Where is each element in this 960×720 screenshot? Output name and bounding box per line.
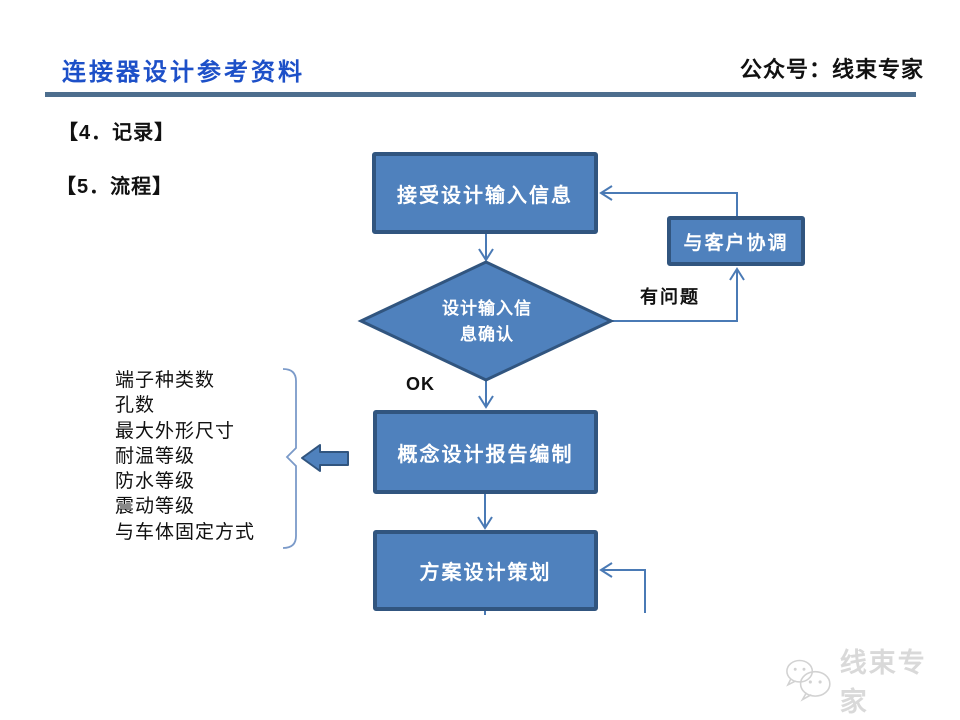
wechat-logo-icon — [786, 659, 831, 702]
edge-label-problem: 有问题 — [640, 287, 700, 307]
arrowhead-down-1 — [478, 248, 494, 262]
flow-node-label: 与客户协调 — [683, 232, 789, 254]
annotation-item: 孔数 — [115, 395, 156, 417]
annotation-item: 与车体固定方式 — [115, 521, 256, 543]
flow-node-label: 方案设计策划 — [419, 562, 552, 584]
edge-right-plan — [603, 569, 646, 613]
left-block-arrow-icon — [301, 444, 349, 472]
header-account-label: 公众号：线束专家 — [739, 57, 924, 82]
flow-node-concept-report: 概念设计报告编制 — [373, 410, 598, 494]
annotation-item: 最大外形尺寸 — [115, 420, 236, 442]
flow-node-receive-input: 接受设计输入信息 — [372, 152, 598, 234]
flow-node-plan-design: 方案设计策划 — [373, 530, 598, 611]
watermark-text: 线束专家 — [839, 648, 927, 717]
page-title: 连接器设计参考资料 — [62, 59, 305, 86]
edge-coordinate-receive — [603, 192, 738, 216]
flow-node-confirm-label: 设计输入信息确认 — [442, 299, 532, 344]
flow-node-label: 接受设计输入信息 — [397, 184, 573, 207]
watermark: 线束专家 — [783, 648, 953, 717]
annotation-item: 耐温等级 — [115, 445, 196, 467]
annotation-item: 端子种类数 — [115, 370, 216, 391]
annotation-item: 防水等级 — [115, 471, 196, 493]
arrowhead-up-1 — [729, 267, 745, 281]
flow-node-coordinate-customer: 与客户协调 — [667, 216, 805, 266]
header-divider — [45, 92, 916, 97]
edge-confirm-coordinate — [611, 271, 738, 322]
edge-label-ok: OK — [406, 374, 435, 394]
section-label-4-record: 【4．记录】 — [58, 122, 176, 144]
annotation-item: 震动等级 — [115, 496, 196, 518]
flow-node-label: 概念设计报告编制 — [397, 443, 574, 466]
annotation-brace — [282, 368, 297, 549]
arrowhead-left-1 — [599, 185, 613, 201]
arrowhead-down-3 — [477, 516, 493, 530]
arrowhead-left-2 — [599, 562, 613, 578]
arrowhead-down-2 — [478, 395, 494, 409]
decision-diamond-shape — [357, 260, 615, 382]
section-label-5-process: 【5．流程】 — [56, 176, 174, 198]
annotation-list: 端子种类数 孔数 最大外形尺寸 耐温等级 防水等级 震动等级 与车体固定方式 — [115, 368, 255, 545]
